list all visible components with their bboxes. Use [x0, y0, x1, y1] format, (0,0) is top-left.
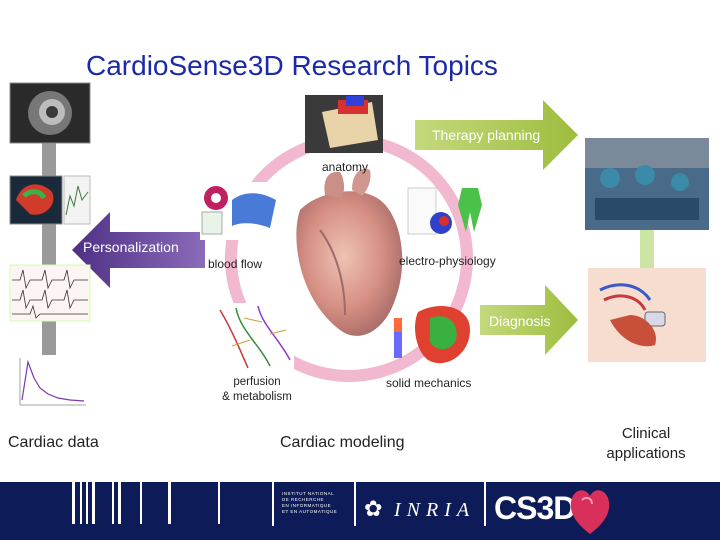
footer-banner: INSTITUT NATIONAL DE RECHERCHE EN INFORM… — [0, 482, 720, 540]
therapy-planning-label: Therapy planning — [432, 127, 541, 143]
topic-perfusion: perfusion & metabolism — [212, 375, 302, 405]
topic-perfusion-line1: perfusion — [233, 376, 281, 388]
inria-logo: INRIA — [394, 499, 476, 521]
page-title: CardioSense3D Research Topics — [86, 50, 498, 81]
column-clinical-applications: Clinical applications — [596, 424, 696, 464]
ecg-thumbnail — [9, 264, 91, 322]
electrophysiology-thumbnail — [407, 187, 482, 235]
topic-solid-mechanics: solid mechanics — [386, 376, 472, 390]
topic-anatomy: anatomy — [322, 160, 369, 174]
institute-line2: DE RECHERCHE — [282, 497, 325, 502]
column-cardiac-data: Cardiac data — [8, 434, 99, 451]
diagram-graphics — [9, 82, 709, 411]
cs3d-heart-icon — [570, 490, 610, 534]
footer-decoration — [72, 482, 486, 526]
topic-electrophysiology: electro-physiology — [399, 254, 496, 268]
institute-line3: EN INFORMATIQUE — [282, 503, 332, 508]
curve-thumbnail — [12, 355, 88, 411]
clinical-line2: applications — [606, 445, 686, 462]
anatomy-thumbnail — [305, 95, 383, 153]
institute-line1: INSTITUT NATIONAL — [282, 491, 335, 496]
chest-device-illustration — [588, 268, 706, 362]
perfusion-thumbnail — [212, 303, 294, 373]
operating-room-photo — [585, 138, 709, 230]
institute-line4: ET EN AUTOMATIQUE — [282, 509, 338, 514]
electro-map-thumbnail — [9, 175, 91, 225]
cs3d-logo: CS3D — [494, 490, 576, 526]
column-cardiac-modeling: Cardiac modeling — [280, 434, 405, 451]
institute-text: INSTITUT NATIONAL DE RECHERCHE EN INFORM… — [282, 491, 348, 515]
clinical-line1: Clinical — [621, 425, 671, 442]
blood-flow-thumbnail — [200, 182, 280, 240]
topic-blood-flow: blood flow — [208, 257, 263, 271]
diagnosis-arrow — [480, 285, 578, 355]
diagnosis-label: Diagnosis — [489, 313, 551, 329]
personalization-label: Personalization — [83, 239, 179, 255]
therapy-planning-arrow — [415, 100, 578, 170]
heart-illustration — [296, 168, 403, 336]
clinical-column-connector — [640, 220, 654, 272]
solid-mechanics-thumbnail — [394, 306, 470, 364]
mri-thumbnail — [9, 82, 91, 144]
inria-logo-icon: ✿ — [364, 496, 383, 521]
personalization-arrow — [72, 212, 205, 288]
topic-perfusion-line2: & metabolism — [222, 391, 292, 403]
